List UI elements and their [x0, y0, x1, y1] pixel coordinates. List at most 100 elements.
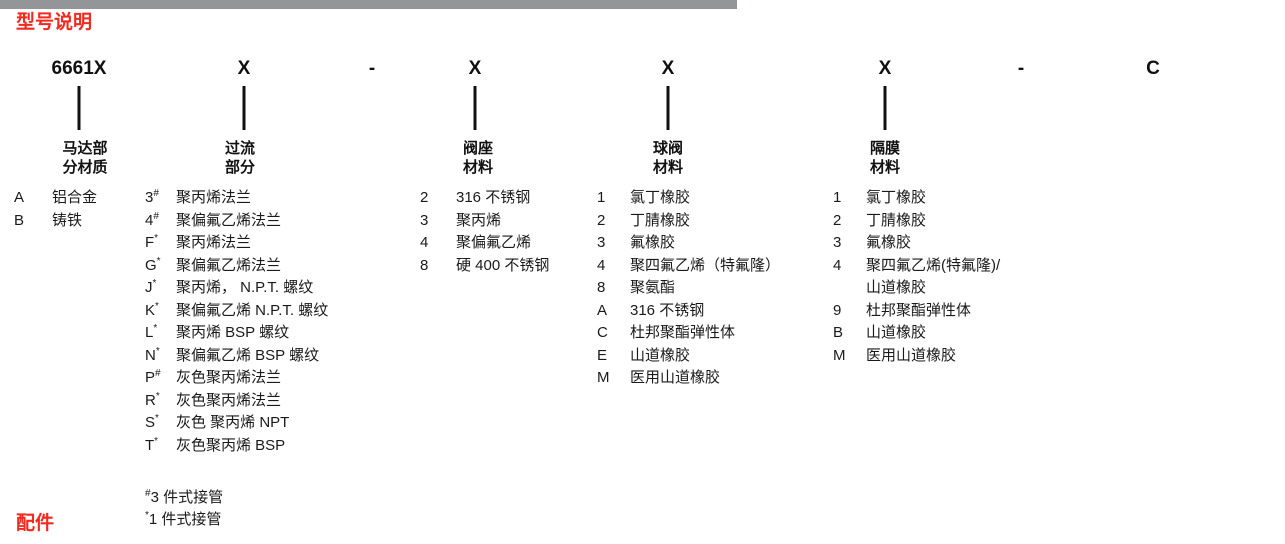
model-code-token: X — [878, 58, 892, 79]
accessories-label: 配件 — [16, 513, 55, 534]
column-heading-wetted-parts: 过流部分 — [225, 139, 255, 177]
option-code: A — [597, 301, 608, 319]
option-label-text: 氯丁橡胶 — [866, 189, 927, 206]
option-label-text: 灰色聚丙烯法兰 — [176, 369, 282, 386]
option-label: 聚偏氟乙烯法兰 — [176, 255, 281, 278]
option-code: 3 — [597, 234, 606, 251]
option-label: 铝合金 — [52, 187, 97, 210]
option-label: 丁腈橡胶 — [630, 210, 690, 233]
column-heading-line-1: 球阀 — [652, 140, 684, 157]
column-heading-line-2: 材料 — [652, 159, 684, 176]
model-code-token: 6661X — [51, 58, 107, 79]
option-label-text: 氟橡胶 — [630, 234, 676, 251]
accessory-note-superscript: * — [145, 510, 149, 521]
option-label-text: 丁腈橡胶 — [866, 211, 927, 229]
option-code-superscript: * — [152, 278, 157, 289]
accessory-note: #3 件式接管 — [145, 487, 223, 509]
option-code-superscript: * — [154, 233, 159, 244]
option-label-text: 氯丁橡胶 — [630, 189, 691, 206]
option-label-text: 聚四氟乙烯(特氟隆)/ — [866, 256, 1001, 274]
leader-line-wetted-parts — [242, 86, 246, 130]
option-label: 硬 400 不锈钢 — [456, 255, 549, 278]
option-label: 聚氨酯 — [630, 277, 675, 300]
option-code: 4# — [145, 210, 159, 229]
option-label: 氯丁橡胶 — [630, 187, 690, 210]
column-heading-line-1: 阀座 — [462, 140, 494, 157]
option-label: 聚偏氟乙烯 BSP 螺纹 — [176, 345, 319, 368]
option-label-text: 医用山道橡胶 — [866, 346, 957, 364]
option-code: 3 — [833, 234, 842, 251]
model-code-token: X — [237, 58, 251, 79]
model-code-token: C — [1146, 58, 1160, 79]
model-code-separator: - — [368, 58, 376, 79]
option-label-text: 聚偏氟乙烯 BSP 螺纹 — [176, 346, 320, 364]
model-code-token: X — [468, 58, 482, 79]
column-heading-line-2: 分材质 — [62, 159, 108, 176]
option-code-superscript: * — [155, 413, 159, 424]
option-code: 4 — [597, 256, 606, 274]
model-code-token: X — [661, 58, 675, 79]
option-code: K* — [145, 300, 159, 319]
accessory-note-text: 3 件式接管 — [150, 489, 224, 506]
option-label: 聚四氟乙烯（特氟隆） — [630, 255, 780, 278]
option-label: 灰色聚丙烯法兰 — [176, 367, 281, 390]
column-heading-ball-material: 球阀材料 — [653, 139, 683, 177]
option-label: 聚丙烯， N.P.T. 螺纹 — [176, 277, 313, 300]
option-label: 聚偏氟乙烯 N.P.T. 螺纹 — [176, 300, 328, 323]
accessory-note-text: 1 件式接管 — [148, 511, 222, 528]
column-heading-line-2: 部分 — [224, 159, 256, 176]
option-code: A — [14, 189, 25, 206]
option-label-text: 硬 400 不锈钢 — [456, 256, 550, 274]
column-heading-line-2: 材料 — [462, 159, 494, 176]
leader-line-diaphragm-material — [883, 86, 887, 130]
model-code-separator: - — [1017, 58, 1025, 79]
option-code-superscript: * — [153, 323, 158, 334]
option-label-text: 杜邦聚酯弹性体 — [630, 324, 736, 341]
accessory-note: *1 件式接管 — [145, 509, 221, 531]
option-label-text: 316 不锈钢 — [456, 189, 531, 206]
option-code: M — [833, 346, 846, 364]
option-label: 氯丁橡胶 — [866, 187, 926, 210]
option-code: N* — [145, 345, 160, 364]
option-code: C — [597, 324, 608, 341]
option-label-text: 聚丙烯法兰 — [176, 189, 252, 206]
option-label: 灰色 聚丙烯 NPT — [176, 412, 289, 435]
column-heading-diaphragm-material: 隔膜材料 — [870, 139, 900, 177]
option-label-text: 铝合金 — [52, 189, 98, 206]
accessory-note-superscript: # — [145, 488, 151, 499]
option-label-text: 丁腈橡胶 — [630, 211, 691, 229]
option-label: 丁腈橡胶 — [866, 210, 926, 233]
leader-line-seat-material — [473, 86, 477, 130]
option-code: T* — [145, 435, 159, 454]
option-label-text: 医用山道橡胶 — [630, 369, 721, 386]
option-code-superscript: # — [153, 188, 159, 199]
option-label-text: 聚丙烯 — [456, 211, 502, 229]
option-label: 聚丙烯 BSP 螺纹 — [176, 322, 289, 345]
option-code: 2 — [420, 189, 429, 206]
option-label-text: 杜邦聚酯弹性体 — [866, 301, 972, 319]
option-code: 4 — [833, 256, 842, 274]
option-code: B — [14, 211, 25, 229]
option-code: F* — [145, 233, 159, 252]
option-label: 316 不锈钢 — [630, 300, 704, 323]
option-label: 山道橡胶 — [630, 345, 690, 368]
option-code: 4 — [420, 234, 429, 251]
option-code-superscript: * — [155, 345, 160, 357]
option-label: 铸铁 — [52, 210, 82, 233]
option-code-superscript: * — [156, 255, 161, 267]
leader-line-motor-material — [77, 86, 81, 130]
option-code: 1 — [597, 189, 606, 206]
option-label-text: 聚丙烯法兰 — [176, 234, 252, 251]
option-code-superscript: # — [153, 210, 159, 222]
option-label-text: 316 不锈钢 — [630, 301, 705, 319]
option-label: 灰色聚丙烯法兰 — [176, 390, 281, 413]
option-label: 杜邦聚酯弹性体 — [866, 300, 971, 323]
option-code: E — [597, 346, 608, 364]
option-code: P# — [145, 368, 161, 387]
option-code: 8 — [597, 279, 606, 296]
column-heading-line-1: 马达部 — [62, 140, 108, 157]
column-heading-line-2: 材料 — [869, 159, 901, 176]
option-label-text: 聚氨酯 — [630, 279, 676, 296]
option-label-text: 聚丙烯 BSP 螺纹 — [176, 324, 290, 341]
